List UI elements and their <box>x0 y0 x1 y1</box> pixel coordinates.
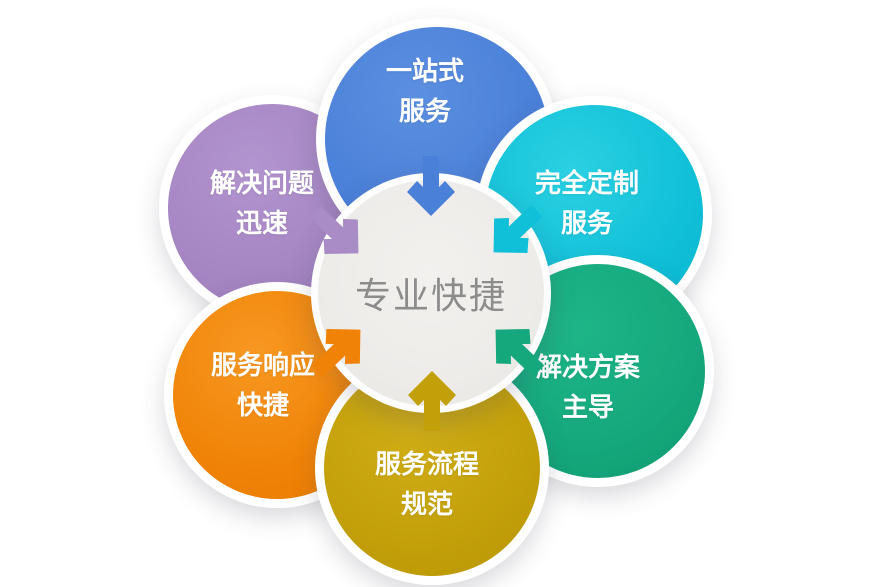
petal-label-line1: 解决问题 <box>209 169 315 199</box>
petal-fully-customized-label: 完全定制 服务 <box>535 164 639 244</box>
center-hub: 专业快捷 <box>311 173 551 413</box>
petal-label-line1: 服务流程 <box>374 450 480 480</box>
petal-one-stop-service-label: 一站式 服务 <box>386 52 464 132</box>
petal-label-line2: 服务 <box>560 209 614 239</box>
petal-label-line1: 服务响应 <box>210 351 316 381</box>
petal-label-line2: 主导 <box>561 393 615 423</box>
petal-label-line2: 服务 <box>398 97 452 127</box>
petal-label-line1: 一站式 <box>385 57 465 87</box>
petal-label-line2: 迅速 <box>235 209 289 239</box>
petal-solution-led-label: 解决方案 主导 <box>536 348 640 428</box>
center-hub-label: 专业快捷 <box>354 276 507 317</box>
petal-fast-response-label: 服务响应 快捷 <box>211 346 315 426</box>
petal-label-line1: 完全定制 <box>534 169 640 199</box>
petal-label-line2: 规范 <box>400 490 454 520</box>
petal-label-line2: 快捷 <box>236 391 290 421</box>
petal-problem-solving-label: 解决问题 迅速 <box>210 164 314 244</box>
petal-label-line1: 解决方案 <box>535 353 641 383</box>
petal-standard-process: 服务流程 规范 <box>315 351 549 585</box>
petal-standard-process-label: 服务流程 规范 <box>375 445 479 525</box>
